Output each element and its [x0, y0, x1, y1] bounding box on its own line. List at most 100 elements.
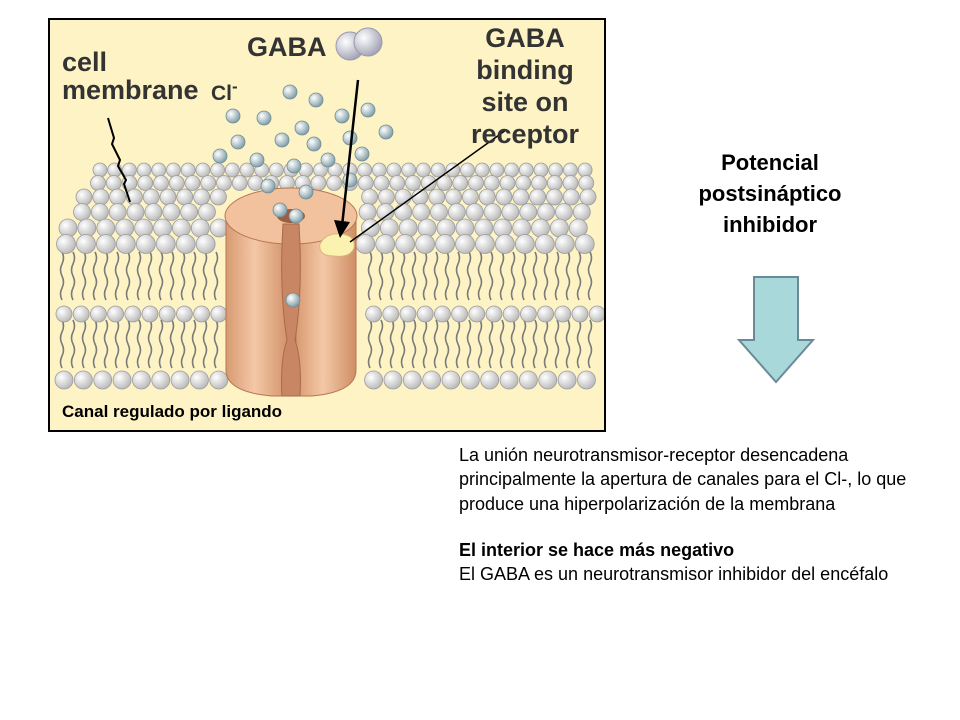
lipid-head	[364, 370, 384, 390]
lipid-tail	[576, 319, 582, 369]
chloride-ion	[342, 172, 358, 188]
lipid-head	[247, 175, 264, 191]
lipid-head	[455, 234, 475, 254]
lipid-head	[357, 162, 373, 178]
lipid-head	[475, 234, 495, 254]
lipid-head	[142, 188, 160, 206]
lipid-head	[441, 370, 461, 390]
lipid-tail	[389, 319, 395, 369]
lipid-head	[151, 370, 171, 390]
lipid-tail	[543, 319, 549, 369]
lipid-head	[171, 218, 191, 238]
lipid-tail	[191, 251, 197, 301]
lipid-head	[126, 203, 145, 221]
lipid-tail	[92, 251, 98, 301]
lipid-head	[137, 175, 154, 191]
lipid-head	[416, 305, 434, 323]
lipid-head	[136, 162, 152, 178]
explanation-paragraph: La unión neurotransmisor-receptor desenc…	[459, 445, 907, 514]
lipid-head	[394, 203, 413, 221]
lipid-head	[386, 162, 402, 178]
gaba-statement: El GABA es un neurotransmisor inhibidor …	[459, 564, 889, 585]
lipid-head	[402, 370, 422, 390]
lipid-head	[112, 370, 132, 390]
lipid-head	[73, 203, 91, 221]
lipid-head	[357, 175, 374, 191]
lipid-head	[420, 175, 437, 191]
lipid-head	[451, 305, 469, 323]
lipid-head	[554, 234, 575, 254]
lipid-head	[415, 234, 436, 254]
lipid-head	[193, 188, 211, 206]
lipid-head	[109, 188, 126, 206]
lipid-head	[135, 234, 156, 254]
lipid-head	[210, 305, 228, 323]
lipid-head	[537, 203, 556, 221]
lipid-tail	[510, 319, 516, 369]
lipid-head	[198, 203, 216, 221]
membrane-illustration	[54, 27, 604, 397]
lipid-tail	[191, 319, 197, 369]
chloride-ion	[225, 108, 241, 124]
lipid-head	[452, 175, 469, 191]
lipid-head	[56, 234, 76, 254]
lipid-tail	[466, 251, 472, 301]
lipid-tail	[444, 251, 450, 301]
lipid-head	[512, 188, 530, 206]
lipid-head	[200, 175, 217, 191]
gaba-label: GABA	[247, 32, 327, 62]
lipid-head	[153, 218, 172, 238]
lipid-head	[579, 188, 597, 206]
lipid-head	[433, 305, 451, 323]
lipid-head	[175, 234, 196, 254]
lipid-tail	[147, 251, 153, 301]
section-title: Potencial postsináptico inhibidor	[698, 150, 842, 237]
lipid-tail	[532, 319, 538, 369]
lipid-head	[132, 370, 151, 390]
lipid-head	[554, 305, 572, 323]
lipid-tail	[169, 251, 175, 301]
lipid-head	[504, 162, 520, 178]
lipid-head	[210, 162, 226, 178]
chloride-ion	[249, 152, 265, 168]
lipid-head	[537, 305, 555, 323]
lipid-head	[389, 175, 406, 191]
lipid-head	[54, 370, 74, 390]
lipid-head	[375, 234, 396, 254]
lipid-head	[195, 162, 211, 178]
lipid-tail	[455, 319, 461, 369]
lipid-bilayer	[54, 162, 604, 390]
lipid-head	[73, 370, 93, 390]
binding-site-pointer	[349, 129, 507, 243]
lipid-head	[461, 188, 479, 206]
lipid-tail	[378, 319, 384, 369]
lipid-head	[405, 175, 421, 191]
gaba-pointer-head	[334, 220, 350, 238]
chloride-ion	[212, 148, 228, 164]
lipid-head	[538, 370, 558, 390]
lipid-head	[399, 305, 417, 323]
lipid-tail	[488, 319, 494, 369]
lipid-head	[515, 175, 532, 191]
lipid-tail	[169, 319, 175, 369]
lipid-tail	[554, 319, 560, 369]
lipid-tail	[125, 319, 131, 369]
lipid-tail	[158, 319, 164, 369]
cell-membrane-label: cell membrane	[62, 47, 199, 106]
lipid-tail	[543, 251, 549, 301]
lipid-head	[514, 234, 535, 254]
lipid-head	[493, 218, 513, 238]
lipid-head	[239, 162, 255, 178]
lipid-head	[468, 175, 484, 191]
lipid-tail	[400, 251, 406, 301]
binding-site	[319, 233, 355, 257]
lipid-tail	[422, 319, 428, 369]
lipid-tail	[521, 319, 527, 369]
gaba-pointer	[340, 79, 360, 227]
ligand-gated-channel	[224, 187, 358, 397]
lipid-tail	[576, 251, 582, 301]
channel-body-left	[225, 217, 291, 397]
lipid-tail	[565, 319, 571, 369]
lipid-head	[572, 203, 591, 221]
lipid-head	[529, 188, 547, 206]
